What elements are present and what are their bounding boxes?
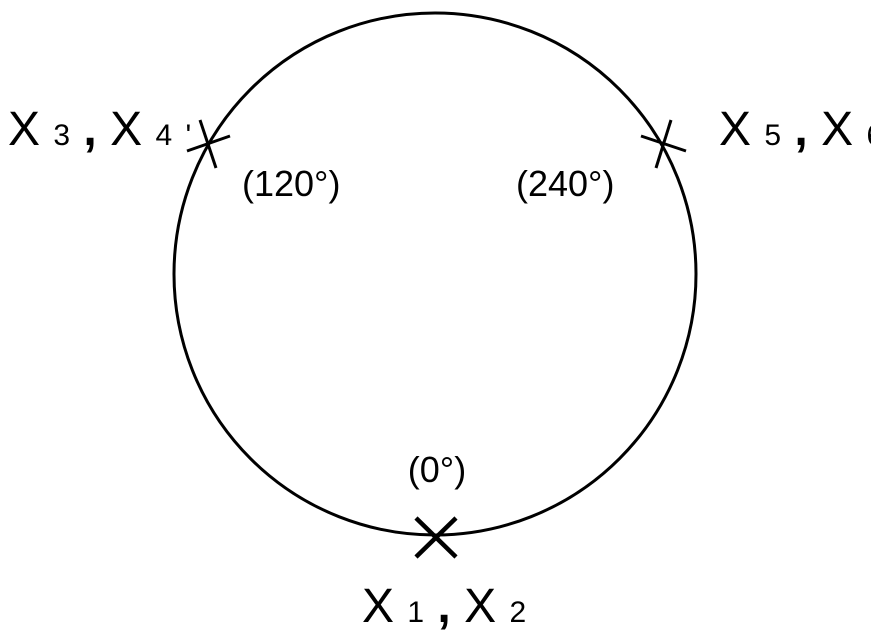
label-letter: X <box>464 580 496 630</box>
label-separator: , <box>83 103 96 156</box>
label-letter: X <box>719 103 751 156</box>
label-letter: X <box>821 103 853 156</box>
angle-label-120: (120°) <box>242 163 340 204</box>
point-label-x3-x4: X 3 , X 4 ' <box>8 103 191 156</box>
label-letter: X <box>8 103 40 156</box>
label-separator: , <box>437 580 450 630</box>
point-label-x1-x2: X 1 , X 2 <box>362 580 526 630</box>
point-label-x5-x6: X 5 , X 6 ' <box>719 103 871 156</box>
label-subscript: 3 <box>53 119 70 152</box>
label-subscript: 6 <box>866 119 871 152</box>
label-separator: , <box>794 103 807 156</box>
label-prime: ' <box>185 119 191 152</box>
marker-x5-x6 <box>640 119 687 169</box>
label-subscript: 1 <box>407 596 424 629</box>
angle-label-0: (0°) <box>408 449 466 490</box>
label-subscript: 2 <box>509 596 526 629</box>
label-subscript: 5 <box>764 119 781 152</box>
marker-x3-x4 <box>186 119 231 169</box>
label-subscript: 4 <box>155 119 172 152</box>
marker-x1-x2 <box>414 516 458 559</box>
angle-label-240: (240°) <box>516 163 614 204</box>
label-letter: X <box>362 580 394 630</box>
label-letter: X <box>110 103 142 156</box>
